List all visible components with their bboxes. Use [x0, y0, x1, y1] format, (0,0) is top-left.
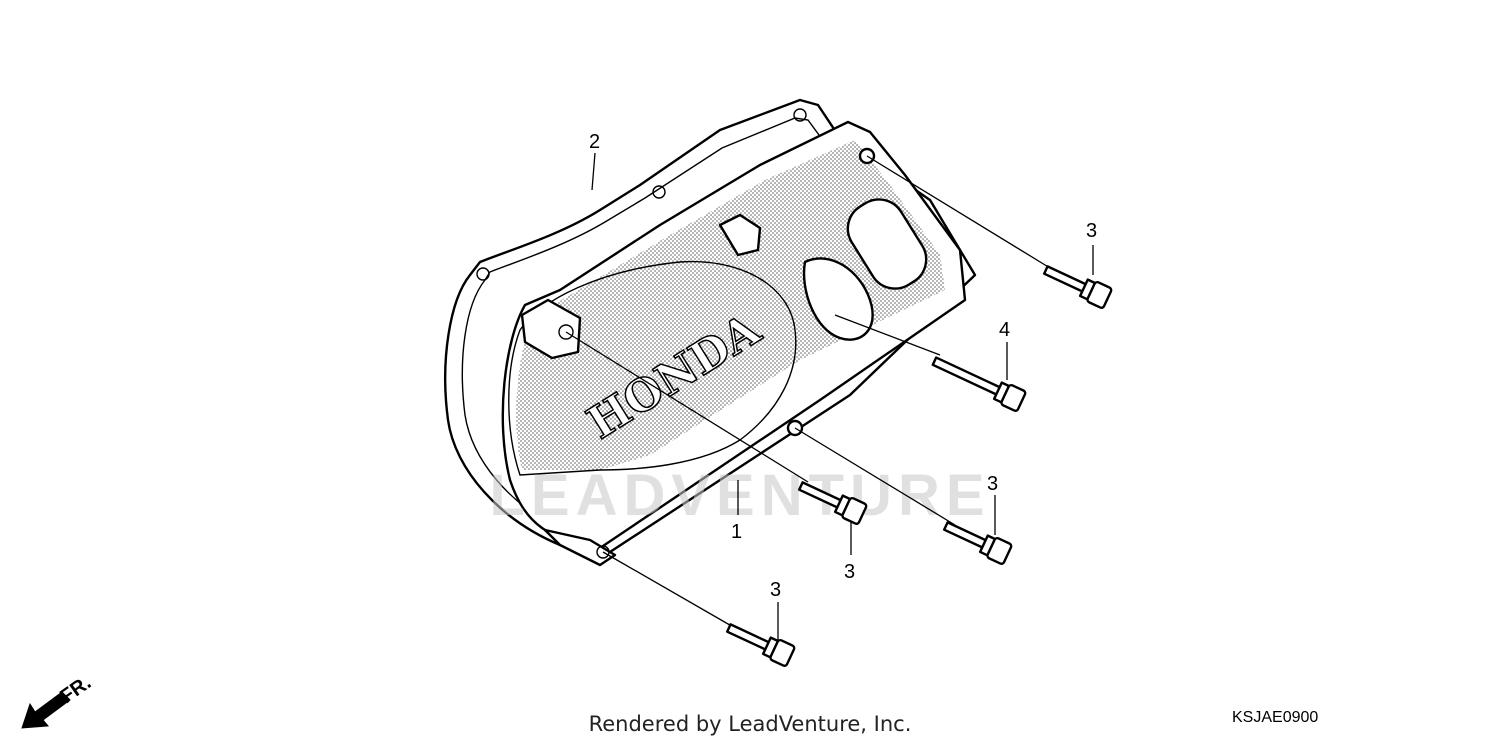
callout-cover: 1	[731, 521, 742, 543]
callout-bolt-center: 3	[844, 561, 855, 583]
callout-bolt-top-right: 3	[1086, 220, 1097, 242]
bolt-center	[797, 481, 868, 525]
arrow-down-left-icon	[21, 691, 71, 729]
callout-bolt-long: 4	[999, 319, 1010, 341]
rendered-by-text: Rendered by LeadVenture, Inc.	[588, 712, 912, 736]
callout-gasket: 2	[589, 131, 600, 153]
bolt-top-right	[1042, 265, 1113, 309]
diagram-code: KSJAE0900	[1232, 709, 1319, 726]
watermark: LEADVENTURE	[489, 463, 990, 528]
bolt-bottom	[725, 623, 796, 667]
callout-bolt-bottom: 3	[770, 579, 781, 601]
leader-lines	[565, 152, 1094, 640]
bolt-right-lower	[942, 521, 1013, 565]
bolt-long	[931, 356, 1027, 412]
callout-bolt-right-lower: 3	[987, 473, 998, 495]
cover-part: HONDA	[501, 120, 967, 567]
